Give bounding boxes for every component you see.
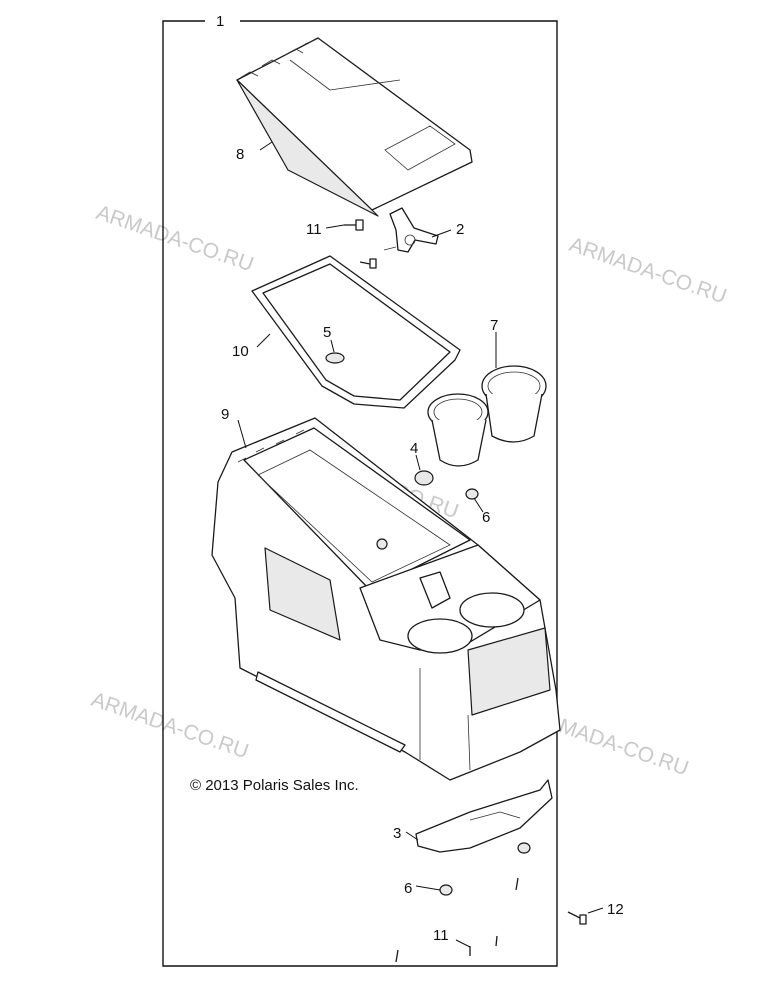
copyright-notice: © 2013 Polaris Sales Inc.	[190, 777, 359, 794]
callouts: 1 8 11 2 5 7 10 9 4 6 3 6 12 11	[216, 13, 624, 944]
part-3-lower-bracket	[415, 779, 553, 854]
assembly-frame	[162, 20, 558, 967]
part-11-screw-lower	[395, 935, 498, 963]
part-11-screw-upper	[344, 219, 377, 269]
part-4-grommet	[414, 470, 434, 486]
part-8-console-lid	[236, 37, 473, 217]
callout-11-upper: 11	[306, 221, 322, 238]
callout-2: 2	[456, 221, 464, 238]
callout-11-lower: 11	[433, 927, 449, 944]
callout-4: 4	[410, 440, 418, 457]
part-6-nut-upper	[465, 488, 479, 500]
callout-9: 9	[221, 406, 229, 423]
callout-1: 1	[216, 13, 224, 30]
callout-7: 7	[490, 317, 498, 334]
part-7-cup-holders	[427, 365, 547, 467]
part-6-nut-lower	[439, 877, 519, 896]
callout-8: 8	[236, 146, 244, 163]
part-2-bracket	[383, 207, 439, 253]
part-9-console-body	[211, 417, 561, 781]
part-5-plug	[325, 352, 345, 364]
callout-5: 5	[323, 324, 331, 341]
leader-lines	[237, 141, 604, 948]
callout-12: 12	[607, 901, 624, 918]
part-10-seal	[251, 255, 461, 409]
callout-6-upper: 6	[482, 509, 490, 526]
callout-3: 3	[393, 825, 401, 842]
callout-10: 10	[232, 343, 249, 360]
callout-6-lower: 6	[404, 880, 412, 897]
watermark-top-left: ARMADA-CO.RU	[93, 201, 256, 276]
part-12-bolt	[567, 911, 587, 925]
watermark-bottom-left: ARMADA-CO.RU	[88, 688, 251, 763]
watermark-top-right: ARMADA-CO.RU	[566, 233, 729, 308]
